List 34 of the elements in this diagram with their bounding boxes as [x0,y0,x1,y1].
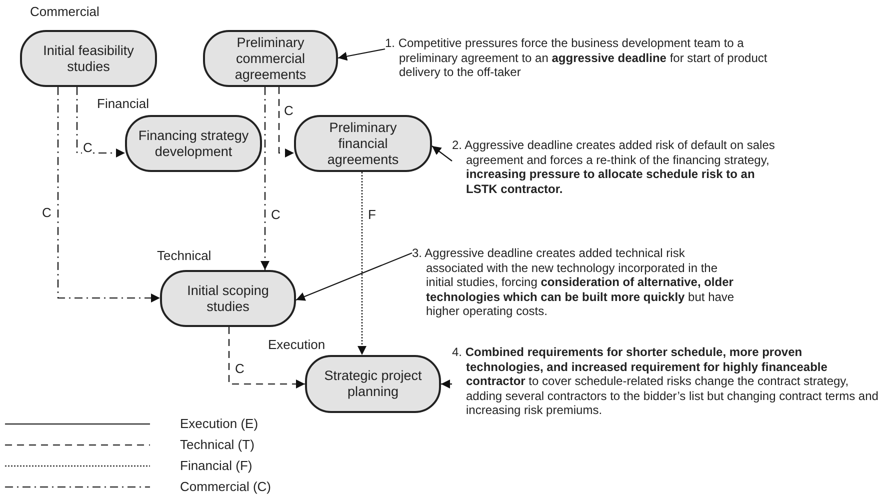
leader-arrow [296,252,412,301]
connector-arrow [358,172,366,355]
annotation-text: 1. Competitive pressures force the business development team to a preliminary agreement to an aggressive deadline for start of product delivery to the off-taker [385,36,795,82]
process-node: Preliminary financial agreements [294,115,432,172]
process-node: Initial scoping studies [160,270,296,327]
edge-label: C [234,362,246,376]
group-heading: Technical [157,248,212,263]
process-node: Financing strategy development [125,115,262,172]
connector-arrow [278,87,294,158]
edge-label: F [367,208,377,222]
legend-label: Financial (F) [180,458,252,473]
legend-label: Technical (T) [180,437,254,452]
connector-arrow [228,327,305,388]
edge-label: C [41,206,52,220]
annotation-text: 3. Aggressive deadline creates added technical risk associated with the new technology incorporated in the initial studies, forcing consideration of alternative, older technologies which can be built more quickly but have higher operating costs. [412,246,742,320]
connector-arrow [57,87,160,302]
leader-arrow [338,48,386,61]
edge-label: C [82,141,94,155]
legend-label: Execution (E) [180,416,258,431]
annotation-text: 2. Aggressive deadline creates added risk of default on sales agreement and forces a re-think of the financing strategy, increasing pressure to allocate schedule risk to an LSTK contractor. [452,138,782,198]
group-heading: Execution [268,337,326,352]
legend-label: Commercial (C) [180,479,271,494]
group-heading: Financial [97,96,150,111]
connector-arrow [76,87,125,158]
process-node: Strategic project planning [305,355,441,413]
leader-arrow [432,146,452,162]
leader-arrow [441,380,452,388]
edge-label: C [270,208,282,222]
process-node: Initial feasibility studies [20,30,157,87]
annotation-text: 4. Combined requirements for shorter schedule, more proven technologies, and increased requirement for highly financeable contractor to cover schedule-related risks change the contract strategy, adding several contractors to the bidder’s list but changing contract terms and increasing risk premiums. [452,345,880,449]
process-node: Preliminary commercial agreements [203,30,338,87]
edge-label: C [283,104,294,118]
connector-arrow [260,87,270,270]
group-heading: Commercial [30,4,100,19]
